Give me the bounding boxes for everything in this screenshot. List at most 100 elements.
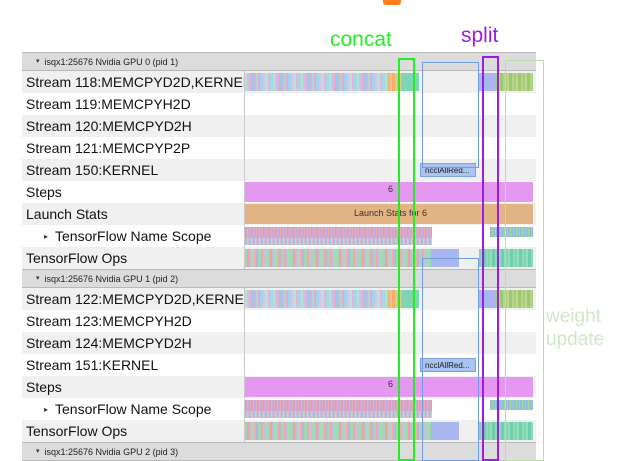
timeline-event-block[interactable] bbox=[245, 227, 432, 239]
timeline-track[interactable]: ncclAllRed... bbox=[244, 354, 536, 376]
group-header-label: isqx1:25676 Nvidia GPU 2 (pid 3) bbox=[44, 446, 179, 457]
timeline-event-block[interactable] bbox=[388, 73, 402, 91]
timeline-track[interactable] bbox=[244, 137, 536, 159]
timeline-track[interactable] bbox=[244, 93, 536, 115]
annotation-weight-update: weight update bbox=[546, 305, 604, 351]
timeline-event-block[interactable] bbox=[245, 182, 533, 202]
row-label[interactable]: Stream 150:KERNEL bbox=[22, 159, 244, 181]
timeline-track[interactable] bbox=[244, 398, 536, 420]
timeline-row[interactable]: Steps 6 bbox=[22, 376, 536, 398]
timeline-track[interactable] bbox=[244, 420, 536, 442]
timeline-event-block[interactable] bbox=[245, 204, 533, 224]
row-label-text: Stream 122:MEMCPYD2D,KERNEL,MI bbox=[26, 291, 244, 307]
row-label[interactable]: Stream 118:MEMCPYD2D,KERNEL,MI bbox=[22, 71, 244, 93]
timeline-row[interactable]: Stream 122:MEMCPYD2D,KERNEL,MI bbox=[22, 288, 536, 310]
timeline-track[interactable] bbox=[244, 71, 536, 93]
chevron-down-icon[interactable]: ▾ bbox=[36, 448, 40, 455]
row-label[interactable]: Stream 122:MEMCPYD2D,KERNEL,MI bbox=[22, 288, 244, 310]
timeline-event-block[interactable] bbox=[245, 400, 432, 412]
timeline-row[interactable]: Stream 119:MEMCPYH2D bbox=[22, 93, 536, 115]
timeline-event-block[interactable] bbox=[402, 73, 419, 91]
timeline-event-block[interactable] bbox=[432, 249, 459, 267]
timeline-event-block[interactable] bbox=[245, 411, 432, 418]
timeline-track[interactable] bbox=[244, 310, 536, 332]
timeline-track[interactable]: 6 bbox=[244, 181, 536, 203]
timeline-track[interactable]: Launch Stats for 6 bbox=[244, 203, 536, 225]
timeline-event-block[interactable] bbox=[245, 238, 432, 245]
timeline-event-block[interactable] bbox=[245, 290, 388, 308]
annotation-concat: concat bbox=[330, 28, 392, 51]
timeline-event-block[interactable] bbox=[479, 249, 533, 267]
row-label-text: Launch Stats bbox=[26, 206, 108, 222]
row-label[interactable]: Stream 123:MEMCPYH2D bbox=[22, 310, 244, 332]
timeline-event-block[interactable] bbox=[245, 249, 432, 267]
trace-viewer-panel[interactable]: ▾ isqx1:25676 Nvidia GPU 0 (pid 1) Stream … bbox=[22, 52, 536, 461]
group-header-label: isqx1:25676 Nvidia GPU 1 (pid 2) bbox=[44, 273, 179, 284]
timeline-row[interactable]: Stream 124:MEMCPYD2H bbox=[22, 332, 536, 354]
timeline-event-block[interactable] bbox=[402, 290, 419, 308]
step-number-label: 6 bbox=[387, 379, 394, 389]
timeline-row[interactable]: TensorFlow Ops bbox=[22, 420, 536, 442]
timeline-row[interactable]: ▸TensorFlow Name Scope bbox=[22, 225, 536, 247]
timeline-event-block[interactable] bbox=[479, 422, 533, 440]
row-label[interactable]: Launch Stats bbox=[22, 203, 244, 225]
timeline-row[interactable]: Launch Stats Launch Stats for 6 bbox=[22, 203, 536, 225]
timeline-event-block[interactable] bbox=[490, 227, 533, 237]
annotation-weight-update-line1: weight bbox=[546, 306, 601, 327]
timeline-track[interactable] bbox=[244, 225, 536, 247]
chevron-right-icon[interactable]: ▸ bbox=[44, 404, 49, 414]
timeline-row[interactable]: Stream 121:MEMCPYP2P bbox=[22, 137, 536, 159]
group-header-label: isqx1:25676 Nvidia GPU 0 (pid 1) bbox=[44, 56, 179, 67]
timeline-event-block[interactable] bbox=[490, 400, 533, 410]
row-label[interactable]: Stream 121:MEMCPYP2P bbox=[22, 137, 244, 159]
row-label-text: Stream 150:KERNEL bbox=[26, 162, 159, 178]
row-label-text: TensorFlow Name Scope bbox=[55, 401, 212, 417]
timeline-track[interactable] bbox=[244, 115, 536, 137]
row-label-text: Stream 151:KERNEL bbox=[26, 357, 159, 373]
row-label-text: TensorFlow Ops bbox=[26, 250, 128, 266]
row-label[interactable]: Stream 151:KERNEL bbox=[22, 354, 244, 376]
orange-marker-icon bbox=[383, 0, 401, 5]
row-label[interactable]: TensorFlow Ops bbox=[22, 420, 244, 442]
timeline-row[interactable]: Stream 120:MEMCPYD2H bbox=[22, 115, 536, 137]
timeline-row[interactable]: Stream 150:KERNEL ncclAllRed... bbox=[22, 159, 536, 181]
row-label[interactable]: Stream 120:MEMCPYD2H bbox=[22, 115, 244, 137]
timeline-event-block[interactable] bbox=[245, 422, 432, 440]
launch-stats-label: Launch Stats for 6 bbox=[353, 208, 428, 218]
timeline-event-block[interactable] bbox=[496, 73, 533, 91]
group-header-2[interactable]: ▾ isqx1:25676 Nvidia GPU 2 (pid 3) bbox=[22, 442, 536, 461]
group-header-1[interactable]: ▾ isqx1:25676 Nvidia GPU 1 (pid 2) bbox=[22, 269, 536, 288]
timeline-track[interactable] bbox=[244, 247, 536, 269]
timeline-event-block[interactable] bbox=[245, 73, 388, 91]
timeline-track[interactable]: 6 bbox=[244, 376, 536, 398]
timeline-event-block[interactable] bbox=[479, 73, 496, 91]
timeline-event-block[interactable] bbox=[388, 290, 402, 308]
chevron-down-icon[interactable]: ▾ bbox=[36, 58, 40, 65]
timeline-event-block[interactable] bbox=[245, 377, 533, 397]
chevron-down-icon[interactable]: ▾ bbox=[36, 275, 40, 282]
row-label[interactable]: TensorFlow Ops bbox=[22, 247, 244, 269]
timeline-row[interactable]: Stream 151:KERNEL ncclAllRed... bbox=[22, 354, 536, 376]
row-label[interactable]: Stream 124:MEMCPYD2H bbox=[22, 332, 244, 354]
row-label[interactable]: ▸ TensorFlow Name Scope bbox=[22, 398, 244, 420]
timeline-track[interactable] bbox=[244, 288, 536, 310]
row-label[interactable]: ▸TensorFlow Name Scope bbox=[22, 225, 244, 247]
timeline-track[interactable]: ncclAllRed... bbox=[244, 159, 536, 181]
row-label[interactable]: Stream 119:MEMCPYH2D bbox=[22, 93, 244, 115]
row-label[interactable]: Steps bbox=[22, 376, 244, 398]
timeline-event-block[interactable] bbox=[432, 422, 459, 440]
row-label-text: Stream 124:MEMCPYD2H bbox=[26, 335, 192, 351]
nccl-allreduce-block[interactable]: ncclAllRed... bbox=[420, 358, 476, 372]
chevron-right-icon[interactable]: ▸ bbox=[44, 231, 49, 241]
group-header-0[interactable]: ▾ isqx1:25676 Nvidia GPU 0 (pid 1) bbox=[22, 52, 536, 71]
row-label[interactable]: Steps bbox=[22, 181, 244, 203]
timeline-event-block[interactable] bbox=[496, 290, 533, 308]
timeline-row[interactable]: Stream 118:MEMCPYD2D,KERNEL,MI bbox=[22, 71, 536, 93]
timeline-track[interactable] bbox=[244, 332, 536, 354]
timeline-row[interactable]: ▸ TensorFlow Name Scope bbox=[22, 398, 536, 420]
nccl-allreduce-block[interactable]: ncclAllRed... bbox=[420, 163, 476, 177]
timeline-row[interactable]: Stream 123:MEMCPYH2D bbox=[22, 310, 536, 332]
timeline-event-block[interactable] bbox=[479, 290, 496, 308]
timeline-row[interactable]: TensorFlow Ops bbox=[22, 247, 536, 269]
